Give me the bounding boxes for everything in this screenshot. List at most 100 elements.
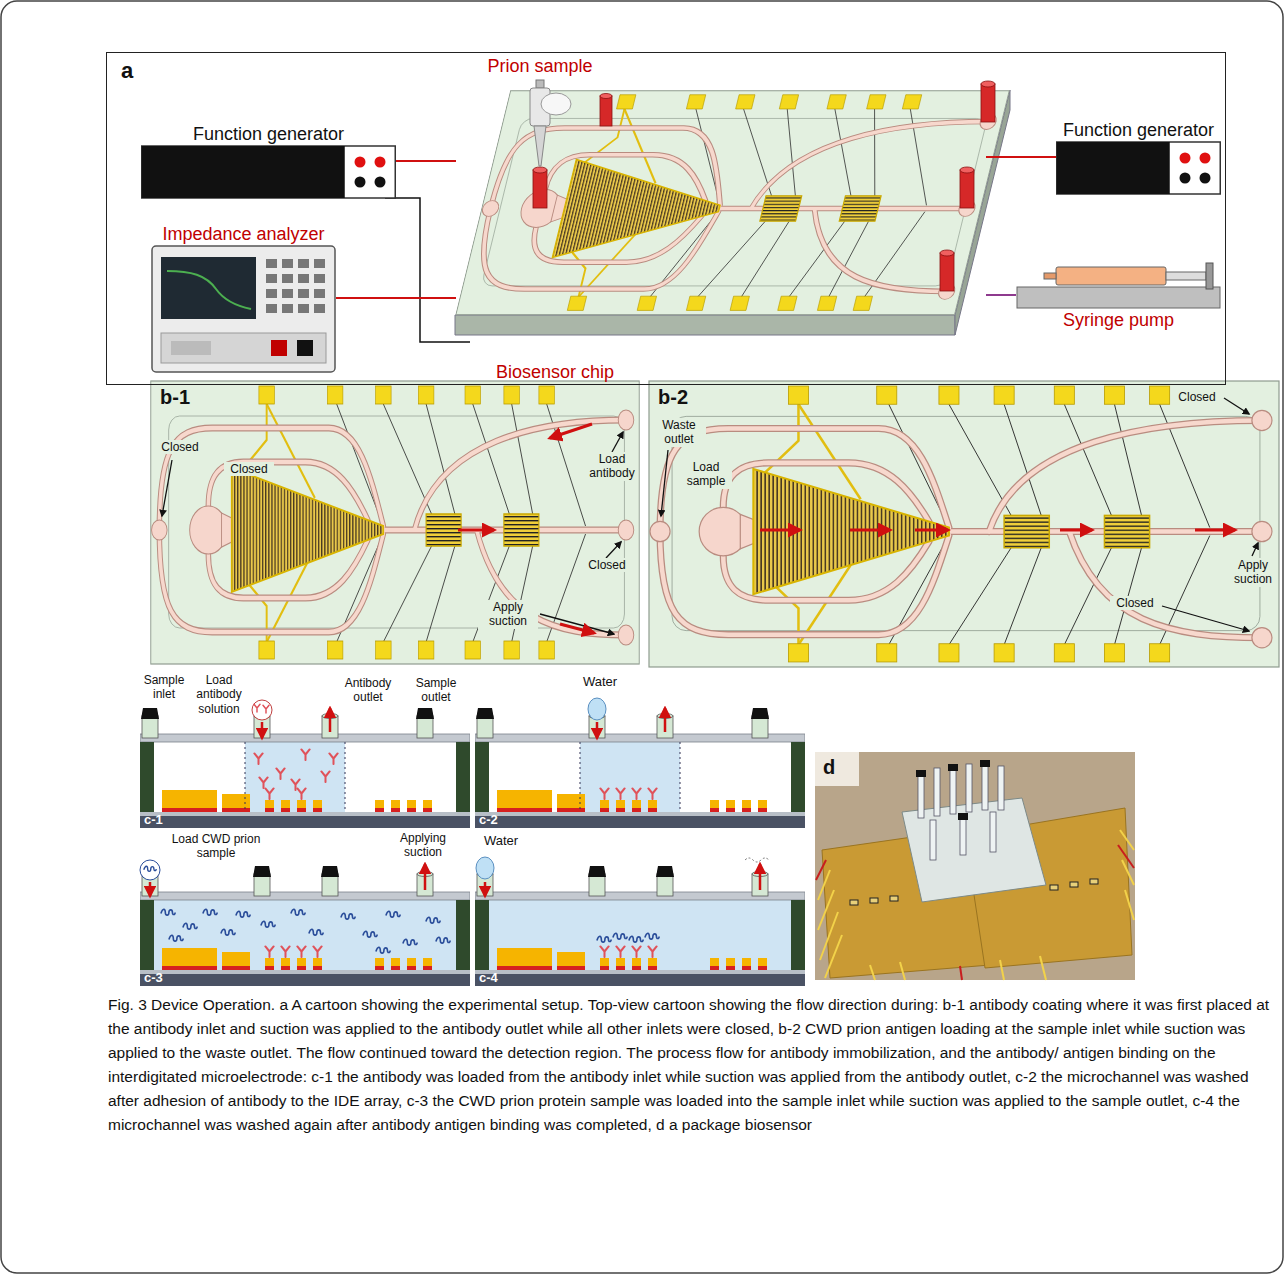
impedance-analyzer: Impedance analyzer <box>151 223 336 373</box>
instrument-drawing-part-part <box>266 304 277 313</box>
panel-frame: c-4 <box>475 830 805 986</box>
process-step-cartoon-part <box>751 708 769 719</box>
instrument-drawing <box>1056 141 1221 195</box>
node-text: Function generator <box>1063 119 1214 141</box>
node-text: a <box>121 59 133 83</box>
process-step-cartoon-part <box>424 864 427 890</box>
pipette <box>530 80 571 166</box>
annotation-label: Water <box>478 833 524 849</box>
process-step-cartoon-part <box>475 872 805 987</box>
annotation-label: Apply suction <box>1228 558 1278 587</box>
annotation-label: Closed <box>1172 390 1222 404</box>
process-step-cartoon-part <box>301 749 309 760</box>
pipette-part <box>536 80 544 88</box>
process-step-cartoon-part <box>341 913 355 919</box>
instrument-drawing-part-part <box>297 340 313 356</box>
flow-arrows-part <box>850 529 890 532</box>
process-step-cartoon-part <box>363 931 377 937</box>
leader-arrows-part <box>1252 543 1258 556</box>
setup-chip-part-part <box>981 84 995 122</box>
process-step-cartoon-part <box>254 753 262 764</box>
process-step-cartoon-part <box>475 714 805 829</box>
wire-connector <box>986 294 1016 296</box>
process-step-cartoon <box>140 700 470 828</box>
setup-chip-part-part <box>600 96 612 126</box>
process-step-cartoon-part <box>588 698 606 720</box>
package-photo-part-part <box>950 766 956 814</box>
pump-drawing-part-part <box>1017 287 1220 308</box>
process-step-cartoon-part <box>597 936 611 942</box>
package-photo-part-part <box>1050 885 1058 890</box>
setup-chip-part-part <box>940 250 954 256</box>
instrument-drawing-part-part <box>282 274 293 283</box>
process-step-cartoon-part <box>416 708 434 719</box>
process-step-cartoon-part <box>261 722 264 738</box>
process-step-cartoon-part <box>245 742 246 812</box>
pipette-part <box>541 93 571 115</box>
pump-drawing-part-part <box>1044 273 1056 279</box>
annotation-label: Water <box>578 674 622 690</box>
setup-chip-part-part <box>960 167 974 173</box>
package-photo-part-part <box>918 772 924 818</box>
flow-arrows-part <box>560 624 594 633</box>
setup-chip-part-part <box>981 81 995 87</box>
process-step-cartoon-part <box>140 714 470 829</box>
package-photo-part-part <box>998 766 1004 810</box>
package-photo-part-part <box>1118 845 1134 868</box>
function-generator: Function generator <box>1056 119 1221 195</box>
setup-chip-part-part <box>600 94 612 99</box>
annotation-label: Load sample <box>680 460 732 489</box>
panel-frame: aFunction generatorImpedance analyzer Bio… <box>106 52 1226 385</box>
process-step-cartoon-part <box>169 935 183 941</box>
package-photo-part-part <box>982 762 988 810</box>
package-photo-part-part <box>990 812 996 852</box>
package-photo-part <box>815 752 859 786</box>
process-step-cartoon <box>475 857 805 986</box>
flow-arrows-part <box>760 529 800 532</box>
package-photo-part-part <box>900 962 905 980</box>
process-step-cartoon-part <box>183 923 197 929</box>
package-photo-part-part <box>1125 890 1134 920</box>
node-text: c-2 <box>479 812 498 827</box>
setup-chip-part-part <box>940 253 954 291</box>
panel-frame: d <box>815 752 1135 980</box>
instrument-drawing-part-part <box>266 259 277 268</box>
process-step-cartoon-part <box>161 909 175 915</box>
process-step-cartoon-part <box>259 777 267 788</box>
setup-chip-part <box>455 315 955 335</box>
package-photo-part-part <box>1040 956 1046 980</box>
process-step-cartoon-part <box>403 939 417 945</box>
flow-arrows-part <box>1195 529 1235 532</box>
package-photo-part-part <box>890 896 898 901</box>
process-step-cartoon-part <box>221 929 235 935</box>
pipette-part <box>534 126 546 166</box>
process-step-cartoon-part <box>426 917 440 923</box>
package-photo-part-part <box>818 890 834 930</box>
leader-arrows-part <box>540 614 614 634</box>
annotation-label: Closed <box>1110 596 1160 610</box>
package-photo-part-part <box>1090 879 1098 884</box>
process-step-cartoon-part <box>580 742 680 812</box>
annotation-label: Apply suction <box>478 600 538 629</box>
process-step-cartoon-part <box>329 708 332 732</box>
biosensor-chip: Biosensor chip <box>456 81 986 383</box>
instrument-drawing-part-part <box>298 289 309 298</box>
process-step-cartoon-part <box>613 933 627 939</box>
package-photo-part-part <box>850 900 858 905</box>
process-step-cartoon-part <box>629 936 643 942</box>
package-photo-part-part <box>1070 882 1078 887</box>
node-text: b-1 <box>160 386 190 408</box>
figure-caption: Fig. 3 Device Operation. a A cartoon sho… <box>108 993 1276 1137</box>
process-step-cartoon-part <box>253 866 271 877</box>
process-step-cartoon-part <box>144 866 156 871</box>
process-step-cartoon-part <box>140 860 160 880</box>
instrument-drawing-part-part <box>282 304 293 313</box>
process-step-cartoon-part <box>616 788 624 799</box>
instrument-drawing-part-part <box>355 157 366 168</box>
node-text: c-4 <box>479 970 498 985</box>
process-step-cartoon-part <box>141 708 159 719</box>
annotation-label: Sample outlet <box>405 676 467 705</box>
pump-drawing-part-part <box>1166 272 1206 280</box>
node-text: b-2 <box>658 386 688 408</box>
annotation-label: Applying suction <box>392 831 454 860</box>
